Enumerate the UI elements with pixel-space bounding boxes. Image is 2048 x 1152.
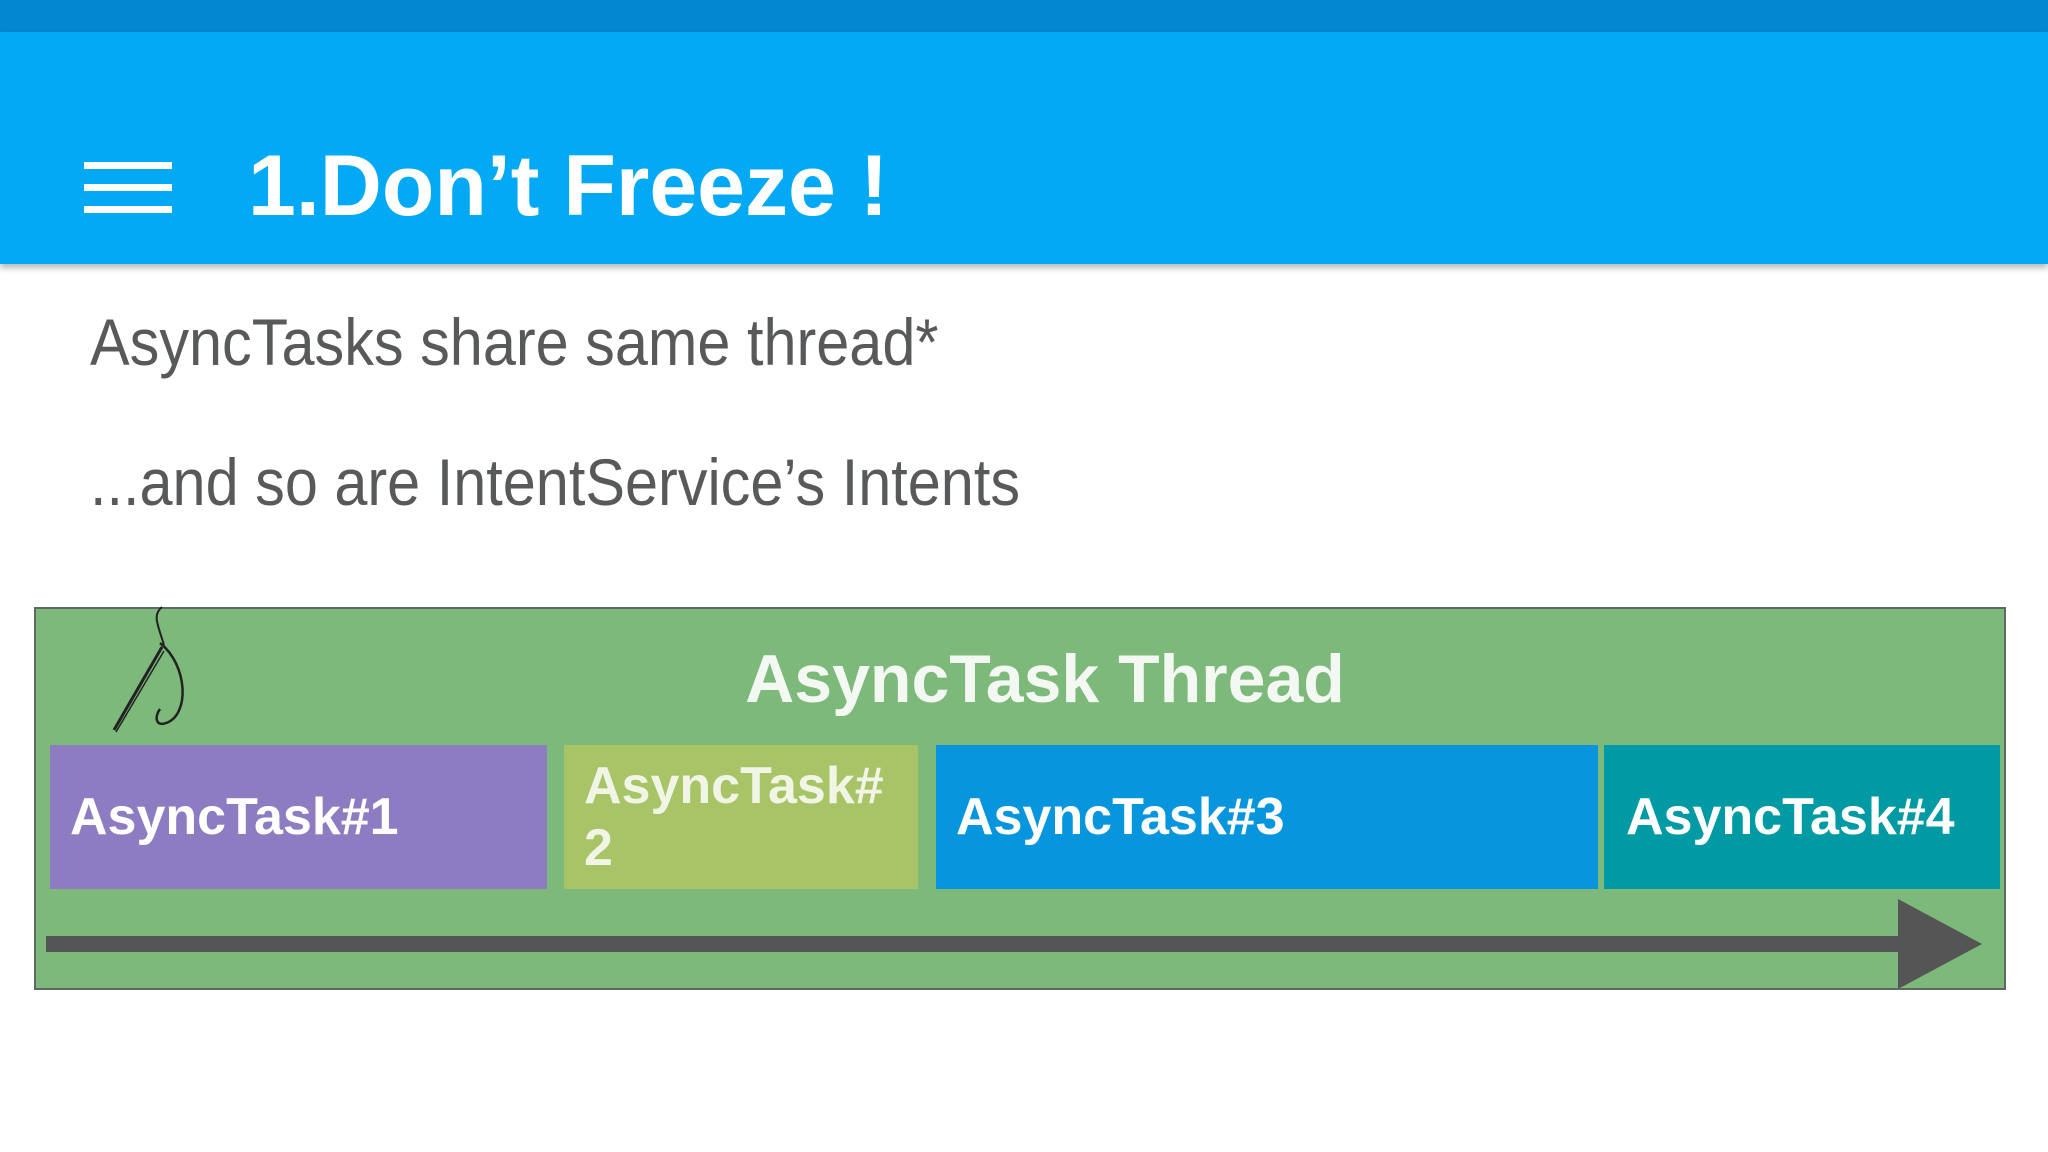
thread-needle-icon	[112, 606, 184, 733]
asynctask-thread-panel: AsyncTask Thread AsyncTask#1 AsyncTask#2…	[34, 606, 2006, 990]
diagram-title: AsyncTask Thread	[745, 641, 1345, 717]
hamburger-menu-icon[interactable]	[84, 162, 172, 214]
page-title: 1.Don’t Freeze !	[248, 138, 889, 234]
status-bar	[0, 0, 2048, 32]
task-label-2: AsyncTask#2	[584, 757, 884, 877]
task-label-4: AsyncTask#4	[1626, 788, 1955, 846]
body-text-line-2: ...and so are IntentService’s Intents	[90, 445, 1021, 519]
timeline-arrow-icon	[46, 899, 1982, 989]
task-label-1: AsyncTask#1	[70, 788, 399, 846]
task-block-1: AsyncTask#1	[50, 745, 547, 889]
body-text-line-1: AsyncTasks share same thread*	[90, 305, 939, 379]
task-block-4: AsyncTask#4	[1604, 745, 2000, 889]
task-block-3: AsyncTask#3	[936, 745, 1598, 889]
task-label-3: AsyncTask#3	[956, 788, 1285, 846]
task-block-2: AsyncTask#2	[564, 745, 918, 889]
app-bar: 1.Don’t Freeze !	[0, 32, 2048, 264]
